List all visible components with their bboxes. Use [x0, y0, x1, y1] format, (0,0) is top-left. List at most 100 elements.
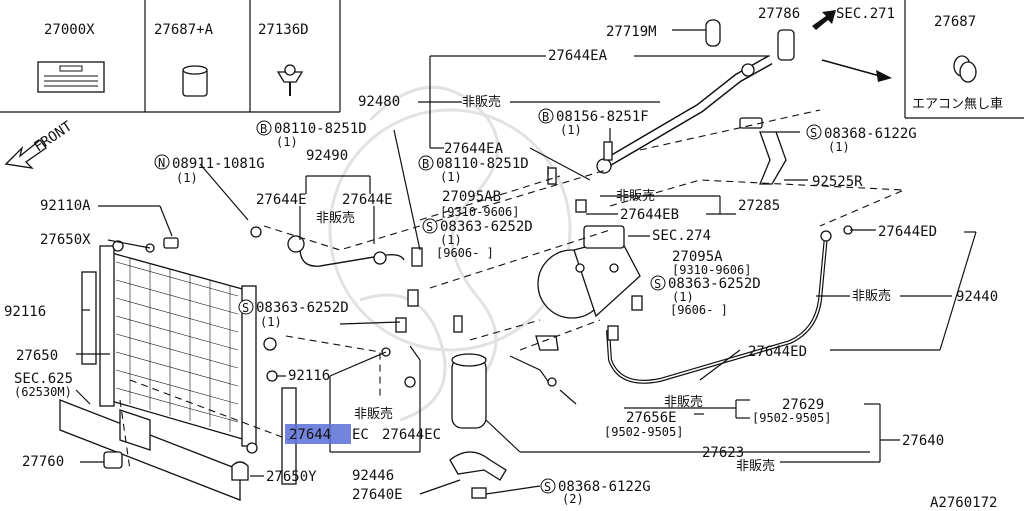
- label-27095a-date: [9310-9606]: [672, 263, 751, 277]
- label-27760: 27760: [22, 454, 64, 470]
- label-aircon-none: エアコン無し車: [912, 97, 1003, 112]
- label-27285: 27285: [738, 198, 780, 214]
- label-b08156: 08156-8251F: [556, 109, 649, 125]
- label-not-sold-5: 非販売: [664, 394, 703, 410]
- label-n08911: 08911-1081G: [172, 156, 265, 172]
- label-sticker-part: [37, 61, 105, 93]
- label-27644ed-top: 27644ED: [878, 224, 937, 240]
- badge-n-1: N: [158, 156, 165, 170]
- label-s08368-bot-qty: (2): [562, 492, 584, 506]
- label-b08110-top-qty: (1): [276, 135, 298, 149]
- label-27644eb: 27644EB: [620, 207, 679, 223]
- label-27650x: 27650X: [40, 232, 91, 248]
- bushing-part: [182, 65, 208, 97]
- label-27623: 27623: [702, 445, 744, 461]
- label-27650: 27650: [16, 348, 58, 364]
- label-27136d: 27136D: [258, 22, 309, 38]
- label-s08363-top: 08363-6252D: [440, 219, 533, 235]
- label-sec625-sub: (62530M): [14, 385, 72, 399]
- clip-part: [276, 64, 304, 96]
- badge-s-1: S: [810, 126, 817, 140]
- suction-hose-part: [596, 55, 773, 174]
- label-27644ec-b: 27644EC: [382, 427, 441, 443]
- label-27656e: 27656E: [626, 410, 677, 426]
- label-s08363-right-qty: (1): [672, 290, 694, 304]
- badge-s-4: S: [242, 301, 249, 315]
- bracket-92525r-part: [739, 117, 787, 185]
- label-s08363-left-qty: (1): [260, 315, 282, 329]
- label-s08368-top: 08368-6122G: [824, 126, 917, 142]
- label-27656e-date: [9502-9505]: [604, 425, 683, 439]
- label-27640: 27640: [902, 433, 944, 449]
- label-27644ea-mid: 27644EA: [444, 141, 504, 157]
- label-27000x: 27000X: [44, 22, 95, 38]
- label-not-sold-7: 非販売: [736, 458, 775, 474]
- label-27640e: 27640E: [352, 487, 403, 503]
- label-27644e-left: 27644E: [256, 192, 307, 208]
- label-27644-highlight: 27644: [289, 427, 331, 443]
- label-not-sold-1: 非販売: [462, 94, 501, 110]
- leader-lines: [75, 29, 977, 495]
- label-92110a: 92110A: [40, 198, 91, 214]
- label-92116-right: 92116: [288, 368, 330, 384]
- label-27095ab: 27095AB: [442, 189, 501, 205]
- watermark-emblem: [328, 85, 572, 422]
- label-sec625: SEC.625: [14, 371, 73, 387]
- label-sec271: SEC.271: [836, 6, 895, 22]
- label-92116-left: 92116: [4, 304, 46, 320]
- o-ring-part: [953, 55, 977, 83]
- label-27687: 27687: [934, 14, 976, 30]
- label-92440: 92440: [956, 289, 998, 305]
- label-27644ec-a: EC: [352, 427, 369, 443]
- label-s08363-right-date: [9606- ]: [670, 303, 728, 317]
- label-not-sold-4: 非販売: [852, 288, 891, 304]
- label-27650y: 27650Y: [266, 469, 317, 485]
- label-sec274: SEC.274: [652, 228, 711, 244]
- label-92525r: 92525R: [812, 174, 863, 190]
- label-92490: 92490: [306, 148, 348, 164]
- label-not-sold-3: 非販売: [616, 188, 655, 204]
- label-92480: 92480: [358, 94, 400, 110]
- label-b08110-mid: 08110-8251D: [436, 156, 529, 172]
- label-s08363-left: 08363-6252D: [256, 300, 349, 316]
- label-b08156-qty: (1): [560, 123, 582, 137]
- label-27095a: 27095A: [672, 249, 723, 265]
- label-27687a: 27687+A: [154, 22, 214, 38]
- dashed-guide-lines: [119, 109, 905, 471]
- condenser-part: [99, 240, 258, 454]
- label-s08363-right: 08363-6252D: [668, 276, 761, 292]
- badge-s-3: S: [654, 277, 661, 291]
- front-arrow-icon: [4, 139, 47, 169]
- top-part-boxes: [0, 0, 1024, 119]
- low-pressure-pipe-part: [606, 230, 832, 384]
- label-s08368-bot: 08368-6122G: [558, 479, 651, 495]
- label-27644e-right: 27644E: [342, 192, 393, 208]
- label-b08110-mid-qty: (1): [440, 170, 462, 184]
- highlight-27644: [285, 424, 351, 444]
- radiator-support-part: [59, 399, 241, 501]
- pressure-switch-part: [509, 335, 559, 387]
- circle-letter-badges: B B B N S S S S S: [154, 108, 822, 494]
- label-27644ea-top: 27644EA: [548, 48, 608, 64]
- grommet-part: [103, 451, 123, 469]
- figure-id: A2760172: [930, 495, 997, 511]
- badge-s-2: S: [426, 220, 433, 234]
- label-s08363-top-qty: (1): [440, 233, 462, 247]
- label-27629: 27629: [782, 397, 824, 413]
- label-n08911-qty: (1): [176, 171, 198, 185]
- bracket-27650y-part: [231, 461, 249, 481]
- inset-arrow-icon: [821, 59, 892, 82]
- label-front: FRONT: [31, 118, 75, 155]
- receiver-drier-part: [451, 315, 487, 429]
- drier-bracket-part: [449, 451, 507, 481]
- badge-b-2: B: [542, 110, 549, 124]
- badge-b-3: B: [422, 157, 429, 171]
- label-27644ed-bot: 27644ED: [748, 344, 807, 360]
- badge-s-5: S: [544, 480, 551, 494]
- bolts-fittings: [145, 19, 853, 499]
- label-27786: 27786: [758, 6, 800, 22]
- label-s08363-top-date: [9606- ]: [436, 246, 494, 260]
- label-92446: 92446: [352, 468, 394, 484]
- label-s08368-top-qty: (1): [828, 140, 850, 154]
